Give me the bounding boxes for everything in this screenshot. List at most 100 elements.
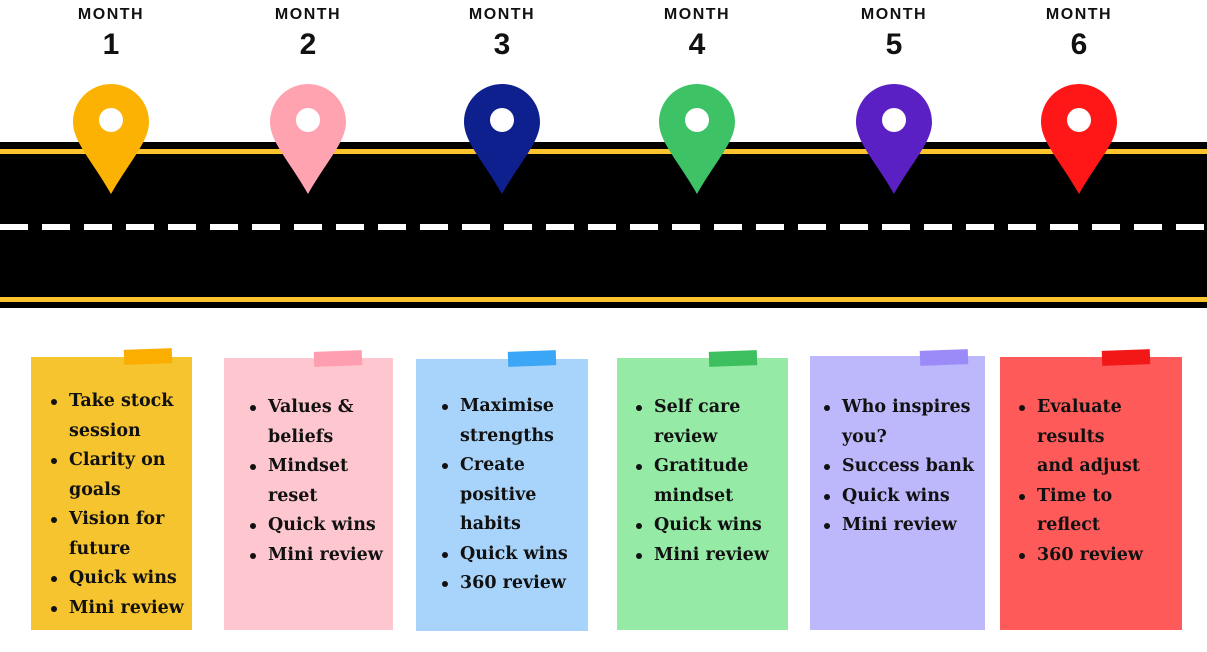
list-item: Success bank	[822, 452, 985, 482]
month-label: MONTH	[1045, 6, 1113, 23]
map-pin-icon	[464, 84, 540, 194]
list-item-text: you?	[842, 426, 887, 447]
list-item: Values & beliefs	[248, 393, 393, 452]
map-pin-icon	[73, 84, 149, 194]
month-label: MONTH	[77, 6, 145, 23]
list-item: Vision for future	[49, 505, 192, 564]
list-item: Mini review	[49, 594, 192, 624]
tape-strip	[123, 348, 173, 365]
road-center-dashes	[0, 224, 1207, 230]
list-item-text: review	[654, 426, 718, 447]
list-item-text: results	[1037, 426, 1105, 447]
map-pin-icon	[1041, 84, 1117, 194]
list-item: Quick wins	[49, 564, 192, 594]
list-item: Quick wins	[248, 511, 393, 541]
list-item: Create positive habits	[440, 451, 588, 540]
list-item-text: reflect	[1037, 515, 1100, 535]
list-item: Mini review	[634, 541, 788, 571]
list-item: 360 review	[440, 569, 588, 599]
list-item-text: Gratitude	[654, 456, 749, 476]
list-item-text: Time to	[1037, 485, 1113, 506]
list-item: 360 review	[1017, 541, 1182, 571]
list-item-text: Vision for	[69, 509, 165, 529]
list-item: Self care review	[634, 393, 788, 452]
list-item-text: Quick wins	[460, 543, 568, 564]
month-number: 3	[493, 28, 511, 61]
month-label: MONTH	[274, 6, 342, 23]
list-item: Clarity on goals	[49, 446, 192, 505]
tape-strip	[507, 350, 557, 367]
list-item-text: positive	[460, 484, 537, 505]
list-item: Quick wins	[634, 511, 788, 541]
list-item-text: reset	[268, 485, 318, 506]
month-label: MONTH	[663, 6, 731, 23]
list-item-text: strengths	[460, 425, 554, 446]
month-label: MONTH	[860, 6, 928, 23]
list-item-text: Values &	[268, 397, 354, 417]
tape-strip	[313, 350, 363, 367]
list-item-text: future	[69, 538, 131, 559]
list-item-text: Quick wins	[69, 568, 177, 588]
list-item-text: 360 review	[1037, 544, 1143, 565]
list-item-text: Quick wins	[268, 515, 376, 535]
list-item-text: Mini review	[69, 597, 184, 618]
list-item-text: beliefs	[268, 426, 334, 447]
tape-strip	[708, 350, 758, 367]
list-item-text: goals	[69, 479, 121, 500]
month-number: 5	[885, 28, 903, 61]
month-number: 4	[688, 28, 706, 61]
list-item-text: Clarity on	[69, 450, 166, 470]
month-label: MONTH	[468, 6, 536, 23]
list-item-text: Success bank	[842, 456, 975, 476]
tape-strip	[919, 349, 969, 366]
list-item: Mini review	[822, 511, 985, 541]
list-item-text: Who inspires	[842, 397, 971, 417]
list-item: Mindset reset	[248, 452, 393, 511]
list-item-text: Mini review	[268, 544, 383, 565]
list-item: Maximise strengths	[440, 392, 588, 451]
list-item-text: habits	[460, 514, 521, 534]
list-item-text: Mindset	[268, 456, 349, 476]
list-item: Who inspires you?	[822, 393, 985, 452]
list-item-text: Create	[460, 455, 525, 475]
list-item-text: Mini review	[654, 544, 769, 565]
list-item: Evaluate results and adjust	[1017, 393, 1182, 482]
list-item-text: Self care	[654, 397, 741, 417]
road-bottom-edge-line	[0, 297, 1207, 302]
list-item: Time to reflect	[1017, 482, 1182, 541]
list-item-text: Quick wins	[654, 515, 762, 535]
map-pin-icon	[856, 84, 932, 194]
month-number: 6	[1070, 28, 1088, 61]
list-item-text: session	[69, 420, 141, 441]
list-item-text: Quick wins	[842, 485, 950, 506]
list-item: Quick wins	[440, 540, 588, 570]
list-item: Take stock session	[49, 387, 192, 446]
list-item: Mini review	[248, 541, 393, 571]
list-item: Quick wins	[822, 482, 985, 512]
month-number: 1	[102, 28, 120, 61]
map-pin-icon	[659, 84, 735, 194]
month-number: 2	[299, 28, 317, 61]
list-item: Gratitude mindset	[634, 452, 788, 511]
list-item-text: 360 review	[460, 573, 566, 593]
tape-strip	[1101, 349, 1151, 366]
list-item-text: mindset	[654, 485, 734, 506]
list-item-text: Take stock	[69, 391, 174, 411]
list-item-text: Maximise	[460, 396, 554, 416]
list-item-text: Evaluate	[1037, 397, 1122, 417]
map-pin-icon	[270, 84, 346, 194]
list-item-text: and adjust	[1037, 456, 1140, 476]
list-item-text: Mini review	[842, 515, 957, 535]
